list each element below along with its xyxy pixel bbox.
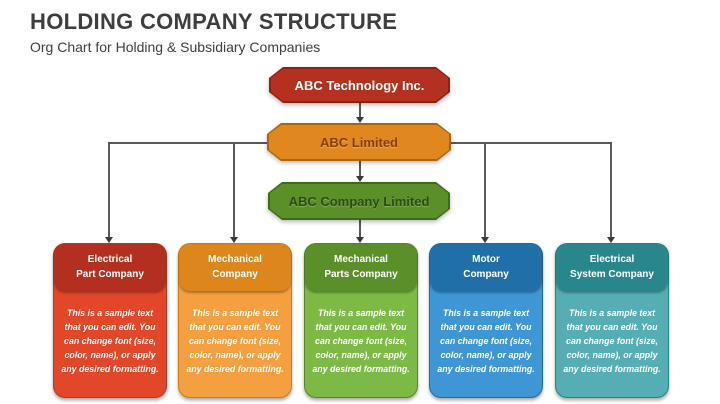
card-title: Electrical System Company: [556, 244, 668, 291]
arrow-down-icon: [105, 237, 113, 243]
connector-to-card4: [484, 142, 486, 238]
page-subtitle: Org Chart for Holding & Subsidiary Compa…: [30, 39, 321, 55]
card-title-line2: System Company: [570, 268, 654, 280]
subsidiary-card-motor[interactable]: Motor Company This is a sample text that…: [429, 243, 543, 398]
card-body-text: This is a sample text that you can edit.…: [563, 308, 661, 375]
card-title-line1: Mechanical: [208, 254, 262, 265]
card-title-line2: Parts Company: [324, 268, 398, 280]
connector-to-card5: [610, 142, 612, 238]
page-title: HOLDING COMPANY STRUCTURE: [30, 9, 398, 34]
connector-level3-to-card3: [359, 220, 361, 238]
card-title: Motor Company: [430, 244, 542, 291]
card-title-line1: Electrical: [589, 254, 635, 265]
card-title-line1: Electrical: [87, 254, 133, 265]
card-title-line2: Company: [463, 268, 509, 280]
card-body-text: This is a sample text that you can edit.…: [312, 308, 410, 375]
subsidiary-card-mechanical[interactable]: Mechanical Company This is a sample text…: [178, 243, 292, 398]
card-body-text: This is a sample text that you can edit.…: [186, 308, 284, 375]
card-title: Mechanical Parts Company: [305, 244, 417, 291]
arrow-down-icon: [356, 117, 364, 123]
subsidiary-card-mechanical-parts[interactable]: Mechanical Parts Company This is a sampl…: [304, 243, 418, 398]
card-title-line1: Mechanical: [334, 254, 388, 265]
card-title: Mechanical Company: [179, 244, 291, 291]
org-node-abc-company-limited[interactable]: ABC Company Limited: [268, 182, 450, 220]
org-node-label: ABC Limited: [269, 125, 449, 159]
arrow-down-icon: [356, 237, 364, 243]
card-title: Electrical Part Company: [54, 244, 166, 291]
arrow-down-icon: [356, 176, 364, 182]
arrow-down-icon: [481, 237, 489, 243]
org-node-label: ABC Technology Inc.: [271, 69, 448, 101]
card-body-text: This is a sample text that you can edit.…: [61, 308, 159, 375]
connector-to-card1: [108, 142, 110, 238]
connector-branch-right: [450, 142, 612, 144]
connector-to-card2: [233, 142, 235, 238]
org-node-abc-limited[interactable]: ABC Limited: [267, 123, 451, 161]
arrow-down-icon: [607, 237, 615, 243]
subsidiary-card-electrical-part[interactable]: Electrical Part Company This is a sample…: [53, 243, 167, 398]
card-title-line2: Company: [212, 268, 258, 280]
org-node-label: ABC Company Limited: [270, 184, 448, 218]
card-body-text: This is a sample text that you can edit.…: [437, 308, 535, 375]
org-node-abc-technology-inc[interactable]: ABC Technology Inc.: [269, 67, 450, 103]
connector-root-to-level2: [359, 103, 361, 118]
card-title-line1: Motor: [472, 254, 500, 265]
card-title-line2: Part Company: [76, 268, 144, 280]
arrow-down-icon: [230, 237, 238, 243]
connector-level2-to-level3: [359, 161, 361, 177]
subsidiary-card-electrical-system[interactable]: Electrical System Company This is a samp…: [555, 243, 669, 398]
connector-branch-left: [108, 142, 268, 144]
